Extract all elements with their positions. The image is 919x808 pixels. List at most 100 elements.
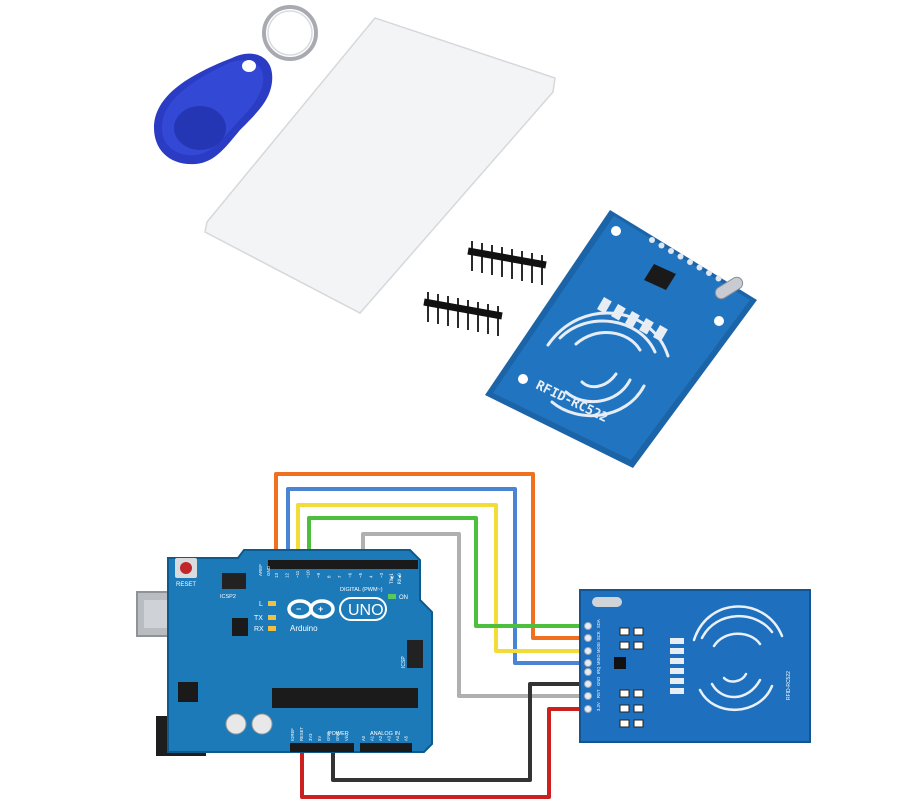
analog-pin-label: A5 — [404, 735, 409, 741]
icsp-label: ICSP — [401, 656, 407, 668]
rc522-pin-label: GND — [596, 677, 601, 686]
rc522-pin-label: SCK — [596, 631, 601, 640]
wire-sck — [286, 487, 588, 665]
digital-pin-label: 8 — [327, 575, 332, 578]
reset-label: RESET — [176, 582, 196, 588]
smd-component — [633, 719, 644, 728]
led-tx — [268, 615, 276, 620]
pin-hole — [649, 237, 655, 243]
on-label: ON — [399, 595, 408, 601]
smd-component — [619, 627, 630, 636]
digital-pin-label: ~6 — [348, 572, 353, 578]
pin-hole — [687, 259, 693, 265]
smd-component — [633, 704, 644, 713]
power-pin-label: RESET — [299, 727, 304, 741]
rc522-pin-label: RST — [596, 689, 601, 698]
rc522-antenna — [692, 605, 784, 712]
digital-pin-label: ~5 — [358, 572, 363, 578]
wire-rst — [361, 532, 588, 698]
rc522-title: RFID-RC522 — [786, 671, 792, 700]
digital-pin-label: 4 — [369, 575, 374, 578]
digital-pin-label: 2 — [390, 575, 395, 578]
rc522-pin-label: IRQ — [596, 666, 601, 674]
usb-chip — [232, 618, 248, 636]
uno-badge — [339, 597, 387, 621]
led-rx — [268, 626, 276, 631]
rc522-chip — [614, 657, 626, 669]
fob-center-disc — [174, 106, 226, 150]
led-tx-label: TX — [254, 615, 263, 622]
rc522-pin — [584, 668, 592, 676]
smd-component — [633, 689, 644, 698]
digital-pin-label: ~11 — [295, 570, 300, 578]
header-pin-strip-bottom — [423, 292, 503, 336]
analog-pin-label: A3 — [387, 735, 392, 741]
rc522-pin — [584, 680, 592, 688]
pin-hole — [658, 242, 665, 249]
led-rx-label: RX — [254, 626, 264, 633]
led-l — [268, 601, 276, 606]
capacitor — [225, 713, 247, 735]
pin-hole — [677, 253, 684, 260]
rc522-pin-label: SDA — [596, 619, 601, 628]
power-pin-label: 3V3 — [308, 733, 313, 741]
module-antenna — [546, 311, 670, 418]
tx-pin-label: TX▶1 — [389, 573, 395, 584]
rc522-pin-holes — [584, 622, 592, 713]
digital-pin-label: 7 — [337, 575, 342, 578]
digital-header — [268, 560, 418, 569]
brand-label: Arduino — [290, 624, 318, 633]
rc522-capacitor — [670, 668, 684, 674]
power-pin-label: 5V — [317, 736, 322, 741]
led-l-label: L — [259, 601, 263, 608]
module-chip — [644, 264, 676, 290]
rc522-pin-label: MISO — [596, 654, 601, 665]
smd-component — [619, 641, 630, 650]
wire-miso — [307, 516, 588, 628]
header-plastic — [423, 298, 503, 320]
rc522-capacitor — [670, 638, 684, 644]
rc522-pin — [584, 634, 592, 642]
power-pin-label: GND — [326, 732, 331, 741]
mount-hole — [611, 226, 621, 236]
icsp-header — [407, 640, 423, 668]
rc522-pin — [584, 705, 592, 713]
analog-pin-label: A1 — [370, 735, 375, 741]
module-crystal — [714, 276, 744, 300]
wiring — [274, 472, 588, 799]
card-body — [204, 17, 556, 314]
rc522-components — [619, 627, 684, 728]
digital-pin-label: 12 — [285, 572, 290, 578]
rc522-pin-label: 3.3V — [596, 702, 601, 711]
key-fob — [154, 5, 318, 165]
power-pin-label: IOREF — [290, 728, 295, 741]
key-ring — [262, 5, 318, 61]
rc522-crystal — [592, 597, 622, 607]
analog-pin-label: A4 — [395, 735, 400, 741]
digital-pin-label: ~10 — [306, 570, 311, 578]
power-header — [290, 743, 354, 752]
header-plastic — [467, 247, 547, 269]
power-pin-label: GND — [335, 732, 340, 741]
mount-hole — [714, 316, 724, 326]
pin-hole — [696, 264, 703, 271]
power-pin-label: Vin — [344, 734, 349, 741]
digital-pin-label: ~9 — [316, 572, 321, 578]
digital-pin-label: ~3 — [379, 572, 384, 578]
power-pin-labels: IOREF RESET 3V3 5V GND GND Vin — [290, 727, 349, 741]
rc522-capacitor — [670, 678, 684, 684]
wire-3v3 — [300, 707, 588, 799]
pin-hole — [715, 275, 722, 282]
voltage-regulator — [178, 682, 198, 702]
capacitor — [251, 713, 273, 735]
analog-pin-label: A0 — [361, 735, 366, 741]
digital-label: DIGITAL (PWM~) — [340, 587, 383, 593]
header-pin-strip-top — [467, 241, 547, 285]
mount-hole — [518, 374, 528, 384]
rc522-capacitor — [670, 688, 684, 694]
svg-text:−: − — [296, 604, 301, 614]
